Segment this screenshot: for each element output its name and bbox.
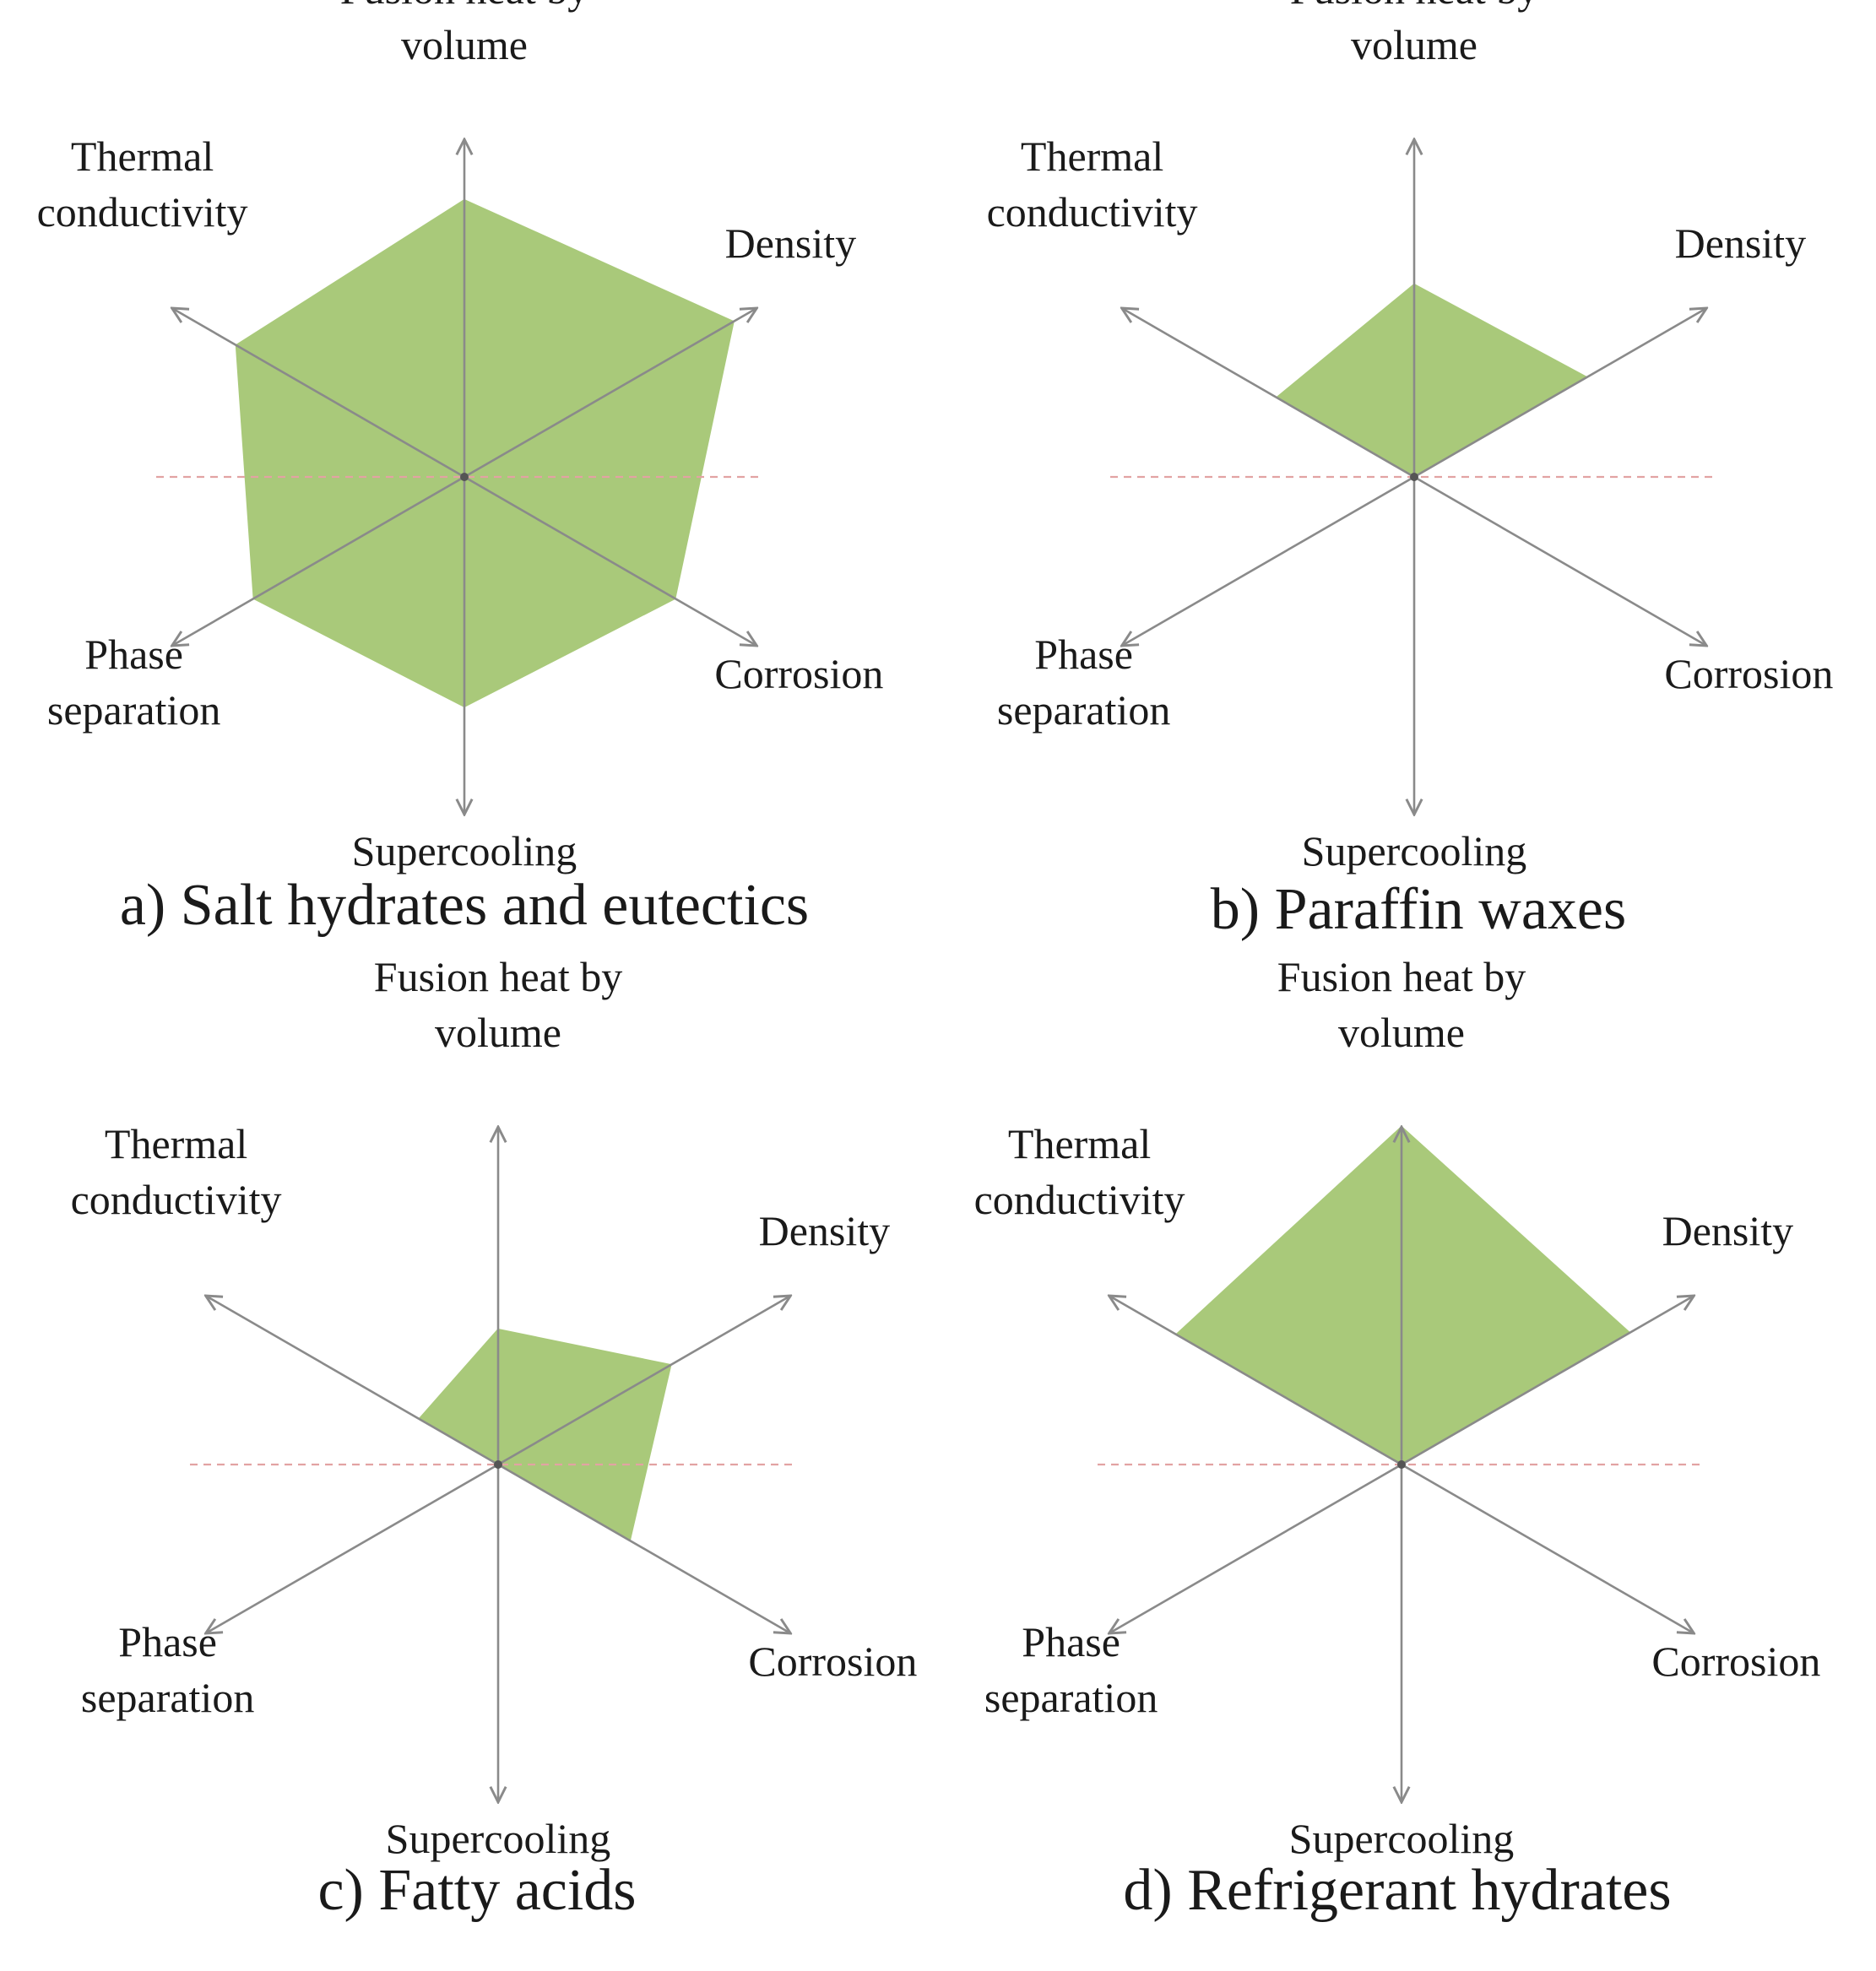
axis-label-line: Density (725, 219, 857, 267)
axis-label-line: Phase (1034, 631, 1133, 678)
axis-label-line: Density (1675, 219, 1807, 267)
axis-label-line: volume (435, 1009, 561, 1056)
radar-data-area (235, 199, 735, 707)
panel-caption: a) Salt hydrates and eutectics (120, 873, 809, 938)
axis-label-line: conductivity (987, 188, 1198, 236)
axis-label-supercooling: Supercooling (1302, 827, 1527, 874)
panel-caption: d) Refrigerant hydrates (1123, 1858, 1671, 1923)
axis-label-line: Phase (1022, 1618, 1120, 1665)
axis-label-line: Supercooling (352, 827, 577, 874)
axis-phase-separation (206, 1463, 499, 1633)
radar-center-point (1397, 1460, 1406, 1469)
axis-phase-separation (1109, 1463, 1402, 1633)
panel-caption: b) Paraffin waxes (1211, 877, 1626, 942)
axis-label-supercooling: Supercooling (352, 827, 577, 874)
axis-label-phase-separation: Phase separation (984, 1618, 1158, 1721)
axis-label-line: Phase (84, 631, 183, 678)
radar-data-area (1276, 284, 1588, 478)
radar-panel-3: Fusion heat by volumeDensityCorrosionSupe… (71, 953, 918, 1923)
axis-label-line: Fusion heat by (1290, 0, 1538, 13)
axis-label-line: Thermal (1008, 1120, 1151, 1167)
axis-label-line: conductivity (37, 188, 248, 236)
axis-label-density: Density (1675, 219, 1807, 267)
axis-label-line: Fusion heat by (374, 953, 622, 1000)
axis-label-line: volume (401, 21, 528, 68)
axis-label-fusion-heat: Fusion heat by volume (1290, 0, 1538, 68)
axis-label-line: Phase (118, 1618, 217, 1665)
axis-label-corrosion: Corrosion (748, 1638, 917, 1685)
radar-panel-1: Fusion heat by volumeDensityCorrosionSupe… (37, 0, 884, 938)
axis-label-line: Corrosion (1651, 1638, 1820, 1685)
axis-density (464, 308, 756, 479)
axis-thermal-conductivity (206, 1296, 499, 1466)
radar-center-point (494, 1460, 502, 1469)
axis-label-line: Fusion heat by (340, 0, 588, 13)
axis-label-corrosion: Corrosion (714, 650, 883, 697)
axis-label-line: Corrosion (714, 650, 883, 697)
axis-thermal-conductivity (172, 308, 465, 479)
axis-label-line: Thermal (105, 1120, 247, 1167)
axis-label-fusion-heat: Fusion heat by volume (1277, 953, 1526, 1056)
radar-center-point (1410, 473, 1418, 481)
axis-label-line: separation (81, 1674, 254, 1721)
axis-label-line: conductivity (71, 1176, 282, 1223)
axis-label-line: Density (1662, 1207, 1794, 1254)
axis-label-line: separation (47, 686, 220, 734)
axis-label-phase-separation: Phase separation (47, 631, 220, 734)
axis-label-supercooling: Supercooling (386, 1815, 611, 1862)
axis-label-line: separation (984, 1674, 1158, 1721)
axis-density (497, 1296, 790, 1466)
axis-label-thermal-conductivity: Thermal conductivity (974, 1120, 1185, 1223)
axis-label-thermal-conductivity: Thermal conductivity (71, 1120, 282, 1223)
axis-label-line: Thermal (1021, 133, 1163, 180)
axis-label-thermal-conductivity: Thermal conductivity (37, 133, 248, 236)
axis-corrosion (1413, 475, 1706, 646)
radar-panel-2: Fusion heat by volumeDensityCorrosionSupe… (987, 0, 1834, 942)
axis-label-line: conductivity (974, 1176, 1185, 1223)
radar-panel-4: Fusion heat by volumeDensityCorrosionSupe… (974, 953, 1821, 1923)
axis-density (1401, 1296, 1694, 1466)
axis-label-density: Density (759, 1207, 891, 1254)
axis-label-fusion-heat: Fusion heat by volume (374, 953, 622, 1056)
axis-corrosion (1401, 1463, 1694, 1633)
radar-center-point (460, 473, 469, 481)
axis-label-line: Corrosion (748, 1638, 917, 1685)
axis-label-line: separation (997, 686, 1170, 734)
axis-label-phase-separation: Phase separation (81, 1618, 254, 1721)
axis-label-density: Density (1662, 1207, 1794, 1254)
radar-data-area (418, 1329, 672, 1541)
axis-label-line: Thermal (71, 133, 214, 180)
axis-label-density: Density (725, 219, 857, 267)
axis-label-phase-separation: Phase separation (997, 631, 1170, 734)
axis-label-line: Fusion heat by (1277, 953, 1526, 1000)
axis-label-line: Density (759, 1207, 891, 1254)
panel-caption: c) Fatty acids (317, 1858, 636, 1923)
axis-density (1413, 308, 1706, 479)
axis-phase-separation (1122, 475, 1415, 646)
axis-label-fusion-heat: Fusion heat by volume (340, 0, 588, 68)
axis-thermal-conductivity (1109, 1296, 1402, 1466)
axis-label-line: Supercooling (1289, 1815, 1515, 1862)
axis-thermal-conductivity (1122, 308, 1415, 479)
axis-label-line: volume (1351, 21, 1477, 68)
axis-phase-separation (172, 475, 465, 646)
axis-label-corrosion: Corrosion (1651, 1638, 1820, 1685)
axis-label-supercooling: Supercooling (1289, 1815, 1515, 1862)
axis-corrosion (497, 1463, 790, 1633)
axis-label-thermal-conductivity: Thermal conductivity (987, 133, 1198, 236)
axis-label-line: Supercooling (386, 1815, 611, 1862)
axis-label-line: Corrosion (1664, 650, 1833, 697)
axis-corrosion (464, 475, 756, 646)
axis-label-line: Supercooling (1302, 827, 1527, 874)
axis-label-line: volume (1338, 1009, 1465, 1056)
axis-label-corrosion: Corrosion (1664, 650, 1833, 697)
